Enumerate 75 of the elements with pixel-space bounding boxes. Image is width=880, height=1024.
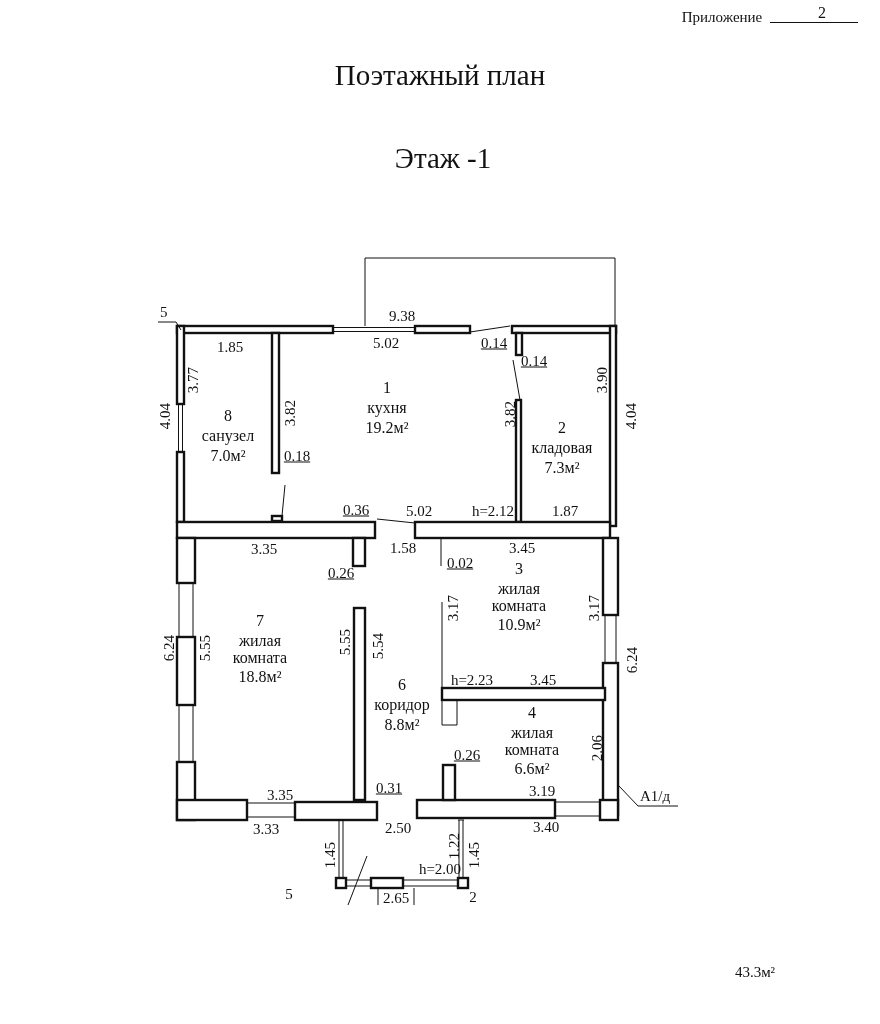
dimension-label: 0.02 xyxy=(446,555,474,571)
room-area: 7.0м² xyxy=(210,447,246,465)
dimension-label: 43.3м² xyxy=(734,964,776,980)
leader-label: 5 xyxy=(160,303,174,321)
dimension-label: 0.18 xyxy=(283,448,311,464)
room-number: 6 xyxy=(398,676,406,694)
dimension-label: 6.24 xyxy=(624,646,640,674)
dimension-label: 1.22 xyxy=(446,832,462,860)
dimension-label: 0.26 xyxy=(327,565,355,581)
dimension-label: 0.14 xyxy=(520,353,548,369)
dimension-label: 3.40 xyxy=(532,819,560,835)
dimension-label: 2.65 xyxy=(382,890,410,906)
room-number: 2 xyxy=(558,419,566,437)
dimension-label: 1.45 xyxy=(322,841,338,869)
dimension-label: 5 xyxy=(285,886,293,902)
leader-line xyxy=(618,785,679,807)
dimension-label: 3.17 xyxy=(445,594,461,622)
dimension-label: 1.45 xyxy=(466,841,482,869)
dimension-label: 1.87 xyxy=(551,503,579,519)
leader-line xyxy=(157,321,182,331)
room-name: кладовая xyxy=(531,439,593,457)
dimension-label: 0.31 xyxy=(375,780,403,796)
room-area: 18.8м² xyxy=(238,669,282,687)
dimension-label: 3.82 xyxy=(282,399,298,427)
dimension-label: 2.06 xyxy=(589,734,605,762)
dimension-label: 4.04 xyxy=(157,402,173,430)
room-name: жилая комната xyxy=(231,633,289,667)
dimension-label: 5.02 xyxy=(405,503,433,519)
dimension-label: 0.26 xyxy=(453,747,481,763)
dimension-label: 9.38 xyxy=(388,308,416,324)
dimension-label: 3.45 xyxy=(508,540,536,556)
dimension-label: 3.33 xyxy=(252,821,280,837)
room-number: 7 xyxy=(256,613,264,631)
dimension-label: h=2.12 xyxy=(471,503,515,519)
room-name: санузел xyxy=(201,427,255,445)
room-number: 3 xyxy=(515,561,523,579)
dimension-label: 3.19 xyxy=(528,783,556,799)
room-area: 19.2м² xyxy=(365,419,409,437)
room-area: 7.3м² xyxy=(544,459,580,477)
room-name: жилая комната xyxy=(490,581,548,615)
dimension-label: 0.14 xyxy=(480,335,508,351)
floor-heading: Этаж -1 xyxy=(394,143,492,173)
room-number: 8 xyxy=(224,407,232,425)
dimension-label: 6.24 xyxy=(161,634,177,662)
dimension-label: 1.85 xyxy=(216,339,244,355)
dimension-label: 3.82 xyxy=(502,400,518,428)
plan-title: Поэтажный план xyxy=(333,58,547,93)
dimension-label: 3.35 xyxy=(266,787,294,803)
dimension-label: 1.58 xyxy=(389,540,417,556)
dimension-label: 3.45 xyxy=(529,672,557,688)
annex-label: Приложение xyxy=(681,9,763,25)
room-number: 4 xyxy=(528,705,536,723)
dimension-label: 5.54 xyxy=(370,632,386,660)
room-name: коридор xyxy=(374,696,430,714)
room-name: жилая комната xyxy=(503,725,561,759)
dimension-label: 3.35 xyxy=(250,541,278,557)
dimension-label: 2 xyxy=(469,889,477,905)
dimension-label: 5.55 xyxy=(337,628,353,656)
dimension-label: 4.04 xyxy=(623,402,639,430)
dimension-label: h=2.23 xyxy=(450,672,494,688)
dimension-label: 5.02 xyxy=(372,335,400,351)
leader-label: А1/д xyxy=(640,787,676,805)
dimension-label: 0.36 xyxy=(342,502,370,518)
dimension-label: h=2.00 xyxy=(418,861,462,877)
dimension-label: 3.90 xyxy=(594,366,610,394)
dimension-label: 3.17 xyxy=(586,594,602,622)
dimension-label: 3.77 xyxy=(185,366,201,394)
dimension-label: 5.55 xyxy=(197,634,213,662)
room-number: 1 xyxy=(383,379,391,397)
dimension-label: 2.50 xyxy=(384,820,412,836)
room-name: кухня xyxy=(367,399,407,417)
room-area: 10.9м² xyxy=(497,617,541,635)
room-area: 8.8м² xyxy=(384,716,420,734)
annex-label: 2 xyxy=(818,5,826,21)
room-area: 6.6м² xyxy=(514,761,550,779)
